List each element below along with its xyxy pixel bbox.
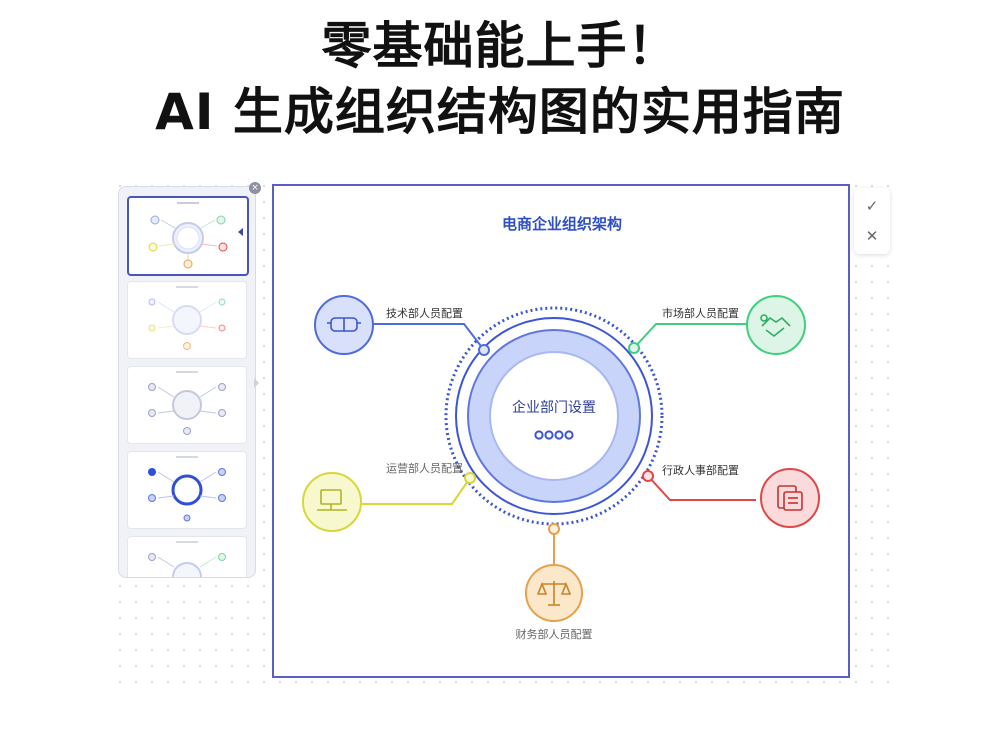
- thumbnail-2[interactable]: [127, 281, 247, 359]
- cancel-close-icon[interactable]: ✕: [865, 227, 879, 245]
- thumbnail-3[interactable]: [127, 366, 247, 444]
- department-node-admin-hr[interactable]: 行政人事部配置: [642, 463, 820, 528]
- department-label-operations: 运营部人员配置: [386, 461, 463, 475]
- department-label-tech: 技术部人员配置: [386, 306, 463, 320]
- diagram-canvas[interactable]: 电商企业组织架构 企业部门设置 技术部人员配置: [272, 184, 850, 678]
- department-node-finance[interactable]: 财务部人员配置: [516, 523, 593, 641]
- outer-ring: [455, 317, 653, 515]
- active-thumbnail-marker: [238, 228, 243, 236]
- department-label-admin-hr: 行政人事部配置: [662, 463, 739, 477]
- department-label-marketing: 市场部人员配置: [662, 306, 739, 320]
- center-dots: [534, 430, 574, 440]
- thumbnail-4[interactable]: [127, 451, 247, 529]
- panel-close-icon[interactable]: ×: [249, 182, 261, 194]
- panel-collapse-arrow-icon[interactable]: [254, 378, 259, 388]
- scales-icon: [536, 581, 572, 606]
- center-core: [489, 351, 619, 481]
- department-node-operations[interactable]: 运营部人员配置: [302, 461, 476, 532]
- documents-icon: [777, 485, 803, 511]
- thumbnail-1[interactable]: [127, 196, 249, 276]
- computer-workstation-icon: [317, 489, 347, 511]
- department-node-marketing[interactable]: 市场部人员配置: [628, 295, 806, 355]
- vr-headset-icon: [327, 317, 361, 332]
- outer-dashed-ring: [444, 306, 664, 526]
- confirm-check-icon[interactable]: ✓: [865, 197, 879, 215]
- department-label-finance: 财务部人员配置: [516, 627, 593, 641]
- department-node-tech[interactable]: 技术部人员配置: [314, 295, 490, 356]
- thumbnail-5[interactable]: [127, 536, 247, 577]
- headline-line-1: 零基础能上手！: [321, 17, 679, 75]
- diagram-title: 电商企业组织架构: [502, 215, 622, 233]
- center-label: 企业部门设置: [512, 399, 596, 416]
- headline-line-2: AI 生成组织结构图的实用指南: [155, 83, 845, 141]
- floating-toolbar: ✓ ✕: [854, 188, 890, 254]
- thumbnail-panel: [118, 186, 256, 578]
- handshake-icon: [760, 314, 791, 338]
